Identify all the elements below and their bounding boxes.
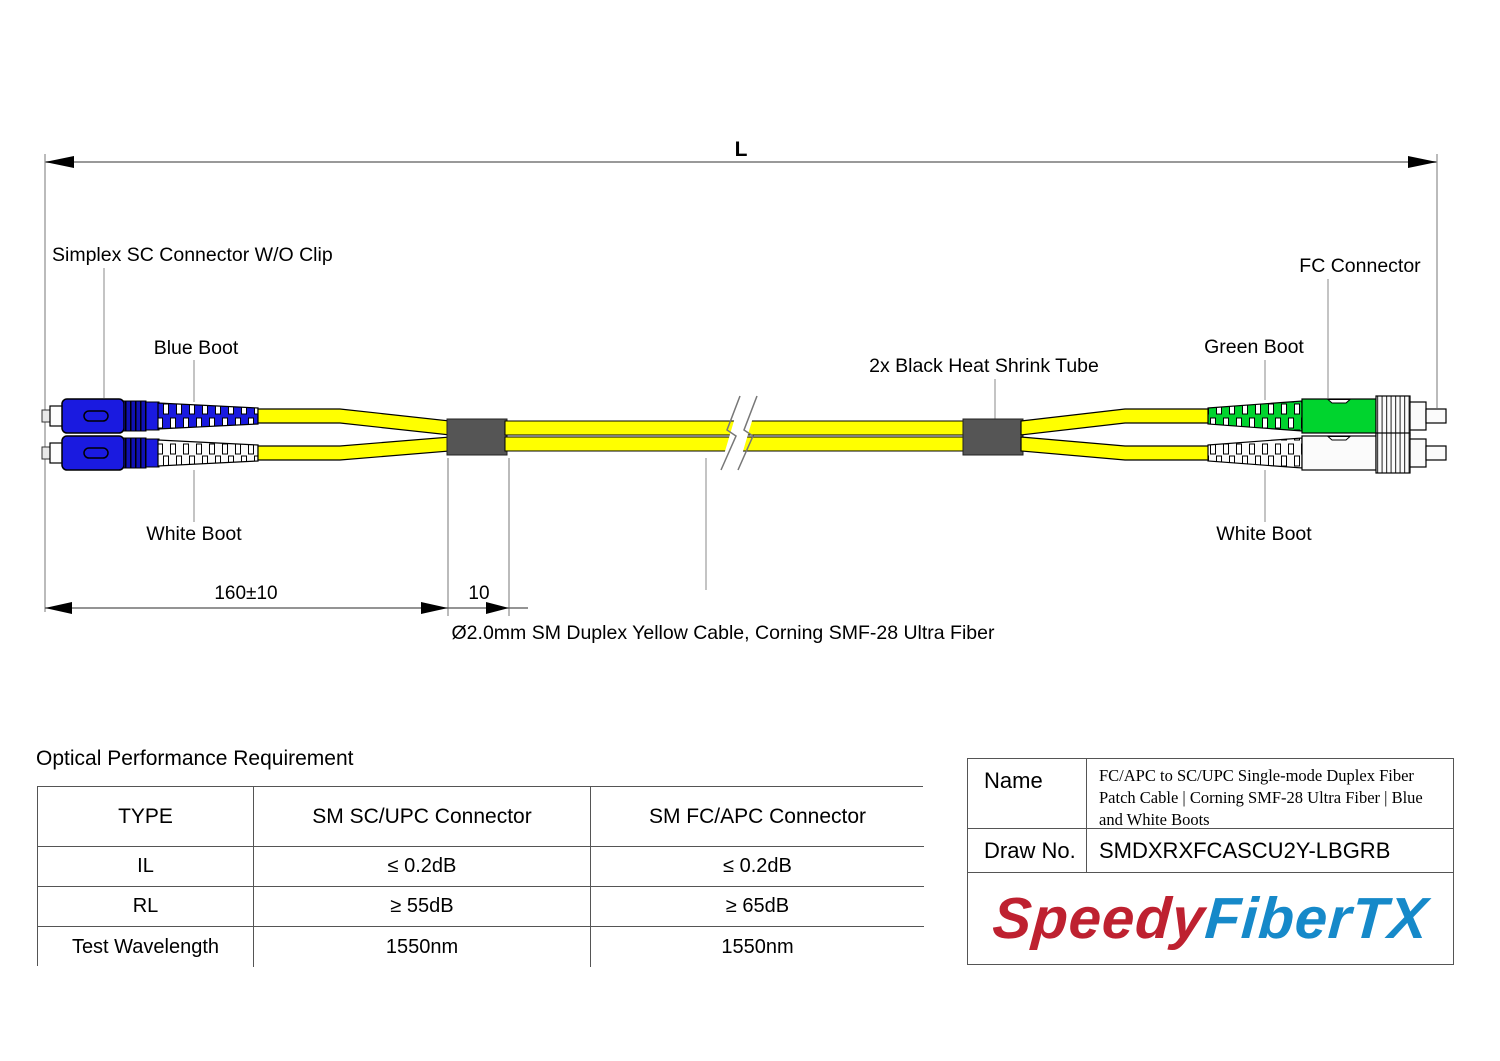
cable-caption: Ø2.0mm SM Duplex Yellow Cable, Corning S… bbox=[452, 622, 995, 644]
sc-ferrule-tip bbox=[41, 446, 51, 460]
cable-leg-left-top bbox=[257, 408, 451, 436]
table-header-sc: SM SC/UPC Connector bbox=[254, 787, 591, 847]
title-block: Name FC/APC to SC/UPC Single-mode Duplex… bbox=[967, 758, 1454, 965]
dim-160-text: 160±10 bbox=[214, 583, 277, 604]
table-cell-il-fc: ≤ 0.2dB bbox=[591, 847, 924, 887]
arrowhead-left bbox=[45, 602, 72, 614]
callouts: Simplex SC Connector W/O Clip Blue Boot … bbox=[52, 244, 1421, 545]
fc-connector-label: FC Connector bbox=[1299, 255, 1421, 277]
performance-table: TYPE SM SC/UPC Connector SM FC/APC Conne… bbox=[37, 786, 924, 967]
table-cell-rl-fc: ≥ 65dB bbox=[591, 887, 924, 927]
dimension-160: 160±10 bbox=[45, 458, 449, 616]
table-cell-il-type: IL bbox=[38, 847, 254, 887]
fc-body-white bbox=[1301, 435, 1377, 471]
sc-collar bbox=[145, 401, 160, 431]
fc-ferrule bbox=[1425, 408, 1447, 424]
green-boot bbox=[1207, 400, 1303, 432]
sc-connector-label: Simplex SC Connector W/O Clip bbox=[52, 244, 333, 266]
fc-knurled-collar bbox=[1375, 395, 1411, 437]
white-boot bbox=[157, 439, 259, 467]
fc-body-notch bbox=[1326, 436, 1352, 441]
cable-break-symbol bbox=[720, 395, 758, 471]
cable-leg-right-bottom bbox=[1020, 436, 1211, 461]
white-boot-left-label: White Boot bbox=[146, 523, 242, 545]
arrowhead-right bbox=[1408, 156, 1437, 168]
fc-knurled-collar bbox=[1375, 432, 1411, 474]
title-block-drawno-row: Draw No. SMDXRXFCASCU2Y-LBGRB bbox=[968, 829, 1453, 873]
sc-ferrule-tip bbox=[41, 409, 51, 423]
arrowhead-left bbox=[45, 156, 74, 168]
logo-speedy: Speedy bbox=[990, 886, 1208, 951]
sc-body-blue bbox=[61, 435, 125, 471]
cable-leg-left-bottom bbox=[257, 436, 451, 461]
table-cell-rl-type: RL bbox=[38, 887, 254, 927]
table-cell-wavelength-type: Test Wavelength bbox=[38, 927, 254, 967]
draw-no-label: Draw No. bbox=[968, 829, 1087, 872]
fc-connector-top bbox=[1207, 395, 1447, 437]
table-header-fc: SM FC/APC Connector bbox=[591, 787, 924, 847]
logo-fibertx: FiberTX bbox=[1202, 886, 1431, 951]
sc-connector-top bbox=[41, 398, 259, 434]
title-block-name-row: Name FC/APC to SC/UPC Single-mode Duplex… bbox=[968, 759, 1453, 829]
sc-body-blue bbox=[61, 398, 125, 434]
duplex-cable bbox=[257, 395, 1211, 590]
blue-boot bbox=[157, 402, 259, 430]
name-value: FC/APC to SC/UPC Single-mode Duplex Fibe… bbox=[1099, 766, 1423, 829]
name-label: Name bbox=[968, 759, 1087, 828]
sc-body-slot bbox=[83, 447, 109, 459]
dimension-10: 10 bbox=[448, 458, 528, 616]
length-label: L bbox=[735, 138, 748, 161]
dim-10-text: 10 bbox=[468, 583, 489, 604]
draw-no-value: SMDXRXFCASCU2Y-LBGRB bbox=[1099, 837, 1391, 863]
table-cell-wavelength-fc: 1550nm bbox=[591, 927, 924, 967]
arrowhead-right bbox=[421, 602, 448, 614]
table-cell-il-sc: ≤ 0.2dB bbox=[254, 847, 591, 887]
fc-step-block bbox=[1409, 438, 1427, 468]
cable-leg-right-top bbox=[1020, 408, 1211, 436]
blue-boot-label: Blue Boot bbox=[154, 337, 239, 359]
dimension-overall-length: L bbox=[44, 138, 1438, 612]
fc-ferrule bbox=[1425, 445, 1447, 461]
sc-collar bbox=[145, 438, 160, 468]
sc-connector-bottom bbox=[41, 435, 259, 471]
fc-body-notch bbox=[1326, 399, 1352, 404]
sc-rib-section bbox=[123, 400, 147, 432]
sc-rib-section bbox=[123, 437, 147, 469]
fc-body-green bbox=[1301, 398, 1377, 434]
performance-table-title: Optical Performance Requirement bbox=[36, 747, 354, 770]
table-cell-rl-sc: ≥ 55dB bbox=[254, 887, 591, 927]
white-boot bbox=[1207, 437, 1303, 469]
fc-step-block bbox=[1409, 401, 1427, 431]
heat-shrink-label: 2x Black Heat Shrink Tube bbox=[869, 355, 1099, 377]
heat-shrink-tube-left bbox=[446, 418, 508, 456]
arrowhead-right bbox=[486, 602, 509, 614]
green-boot-label: Green Boot bbox=[1204, 336, 1304, 358]
table-header-type: TYPE bbox=[38, 787, 254, 847]
heat-shrink-tube-right bbox=[962, 418, 1024, 456]
fc-connector-bottom bbox=[1207, 432, 1447, 474]
table-cell-wavelength-sc: 1550nm bbox=[254, 927, 591, 967]
white-boot-right-label: White Boot bbox=[1216, 523, 1312, 545]
sc-body-slot bbox=[83, 410, 109, 422]
